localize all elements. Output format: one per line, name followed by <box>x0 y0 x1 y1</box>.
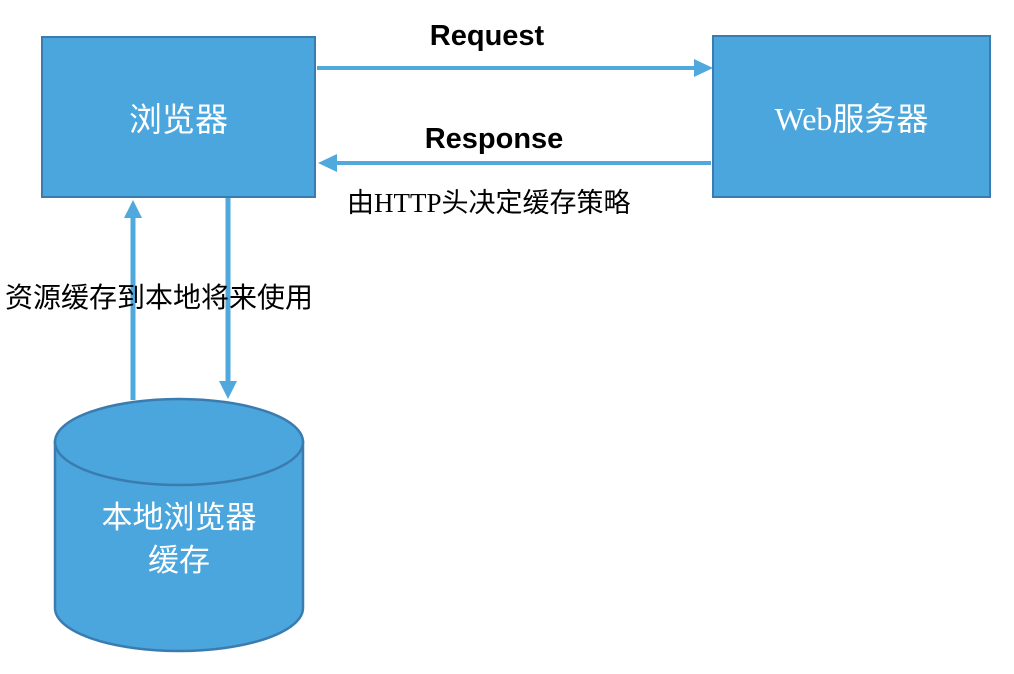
browser-to-cache-arrow <box>219 198 237 399</box>
cache-cylinder-label-line2: 缓存 <box>148 542 210 578</box>
cache-cylinder-label-line1: 本地浏览器 <box>101 500 257 535</box>
response-arrowhead-icon <box>318 154 337 172</box>
request-label: Request <box>429 20 545 52</box>
browser-to-cache-arrowhead-icon <box>219 381 237 399</box>
response-label: Response <box>424 123 564 155</box>
cache-to-browser-arrowhead-icon <box>124 200 142 218</box>
browser-box: 浏览器 <box>41 36 316 198</box>
response-arrow <box>318 154 711 172</box>
cache-usage-note: 资源缓存到本地将来使用 <box>5 283 314 314</box>
web-server-box-label: Web服务器 <box>774 100 929 137</box>
cache-to-browser-arrow <box>124 200 142 400</box>
cache-cylinder <box>53 397 305 653</box>
cache-cylinder-label: 本地浏览器 缓存 <box>55 497 303 583</box>
http-cache-policy-note: 由HTTP头决定缓存策略 <box>347 188 631 218</box>
browser-box-label: 浏览器 <box>129 103 228 139</box>
request-arrowhead-icon <box>694 59 713 77</box>
web-server-box: Web服务器 <box>712 35 991 198</box>
request-arrow <box>317 59 713 77</box>
cache-cylinder-top <box>53 397 305 487</box>
cache-cylinder-body <box>53 440 305 653</box>
